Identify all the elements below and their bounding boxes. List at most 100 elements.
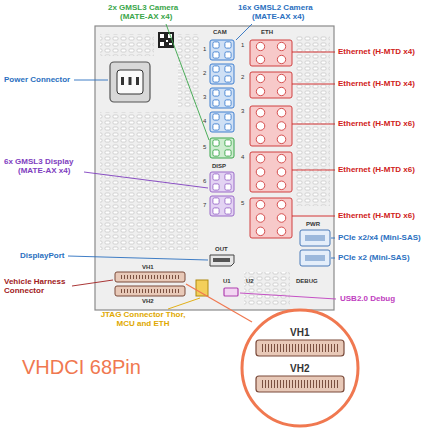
gmsl2-connector <box>210 64 234 84</box>
panel-label: U2 <box>246 278 254 285</box>
panel-label: OUT <box>215 246 228 253</box>
callout-label: PCIe x2 (Mini-SAS) <box>338 254 410 263</box>
port-number: 1 <box>203 46 206 53</box>
ethernet-connector <box>250 152 292 192</box>
vhdci-connectors <box>115 272 185 296</box>
ethernet-connector-port <box>277 135 286 144</box>
gmsl2-connector-port <box>225 76 231 82</box>
callout-label: Vehicle Harness Connector <box>4 278 72 296</box>
power-connector <box>110 62 150 102</box>
gmsl3-display-connector-port <box>225 174 231 180</box>
gmsl3-display-connector-port <box>213 174 219 180</box>
ethernet-connector-port <box>277 154 286 163</box>
ethernet-connector-port <box>256 108 265 117</box>
port-number: 5 <box>203 144 206 151</box>
ethernet-connector <box>250 106 292 146</box>
port-number: 1 <box>241 42 244 49</box>
port-number: 3 <box>241 108 244 115</box>
ethernet-connector <box>250 72 292 98</box>
port-number: 4 <box>203 118 206 125</box>
ethernet-connector-port <box>277 181 286 190</box>
gmsl2-connector-port <box>225 100 231 106</box>
ethernet-connector <box>250 198 292 238</box>
gmsl3-camera-connector-port <box>225 150 231 156</box>
panel-label: PWR <box>306 221 320 228</box>
panel-label: VH2 <box>142 298 154 305</box>
callout-label: 6x GMSL3 Display <box>4 158 73 167</box>
inset-label: VH2 <box>290 363 309 374</box>
gmsl3-display-connector <box>210 172 234 192</box>
ethernet-connector-port <box>256 227 265 236</box>
gmsl2-connector-port <box>213 76 219 82</box>
gmsl2-connector-port <box>213 66 219 72</box>
gmsl3-camera-connector-port <box>225 140 231 146</box>
ethernet-connector-port <box>256 214 265 223</box>
callout-label: Ethernet (H-MTD x4) <box>338 80 415 89</box>
vent-holes <box>244 272 290 306</box>
callout-label: Ethernet (H-MTD x6) <box>338 120 415 129</box>
ethernet-connector-port <box>256 87 264 95</box>
ethernet-connector-port <box>256 181 265 190</box>
port-number: 5 <box>241 200 244 207</box>
ethernet-connector-port <box>256 74 264 82</box>
device-panel <box>95 26 334 310</box>
ethernet-connector-port <box>277 74 285 82</box>
ethernet-connector-port <box>277 42 285 50</box>
ethernet-connector-port <box>256 200 265 209</box>
inset-title: VHDCI 68Pin <box>22 356 141 378</box>
panel-label: U1 <box>223 278 231 285</box>
ethernet-connector-port <box>277 108 286 117</box>
panel-label: DISP <box>212 163 226 170</box>
ethernet-connector-port <box>277 227 286 236</box>
gmsl2-connector-port <box>225 90 231 96</box>
callout-label: Ethernet (H-MTD x4) <box>338 48 415 57</box>
callout-label: Ethernet (H-MTD x6) <box>338 212 415 221</box>
callout-label: JTAG Connector Thor, MCU and ETH <box>100 311 186 329</box>
gmsl2-connector-port <box>225 42 231 48</box>
port-number: 7 <box>203 202 206 209</box>
callout-label: 2x GMSL3 Camera <box>108 4 178 13</box>
leader-lines <box>68 24 336 322</box>
panel-label: ETH <box>261 29 273 36</box>
gmsl2-connector <box>210 40 234 60</box>
gmsl2-connector-port <box>225 52 231 58</box>
ethernet-connector-port <box>256 168 265 177</box>
gmsl2-connector <box>210 88 234 108</box>
gmsl2-connector <box>210 112 234 132</box>
ethernet-connector-port <box>277 168 286 177</box>
gmsl2-connector-port <box>213 124 219 130</box>
gmsl3-display-connector-port <box>225 208 231 214</box>
panel-label: DEBUG <box>296 278 318 285</box>
callout-label: (MATE-AX x4) <box>18 167 70 176</box>
displayport <box>210 255 234 266</box>
gmsl2-connector-port <box>225 124 231 130</box>
ethernet-connector-port <box>277 214 286 223</box>
pcie-ports <box>300 230 330 266</box>
vent-holes <box>100 112 198 250</box>
gmsl2-connector-port <box>225 66 231 72</box>
usb-port <box>224 288 238 296</box>
callout-label: (MATE-AX x4) <box>252 13 304 22</box>
gmsl3-display-connector-port <box>213 184 219 190</box>
gmsl3-camera-connector <box>210 138 234 158</box>
ethernet-connector-port <box>277 87 285 95</box>
vent-holes <box>178 34 200 108</box>
callout-label: DisplayPort <box>20 252 64 261</box>
callout-label: 16x GMSL2 Camera <box>238 4 313 13</box>
port-number: 3 <box>203 94 206 101</box>
ethernet-connector-port <box>256 55 264 63</box>
gmsl3-display-connector-port <box>225 198 231 204</box>
ethernet-connector-port <box>256 154 265 163</box>
ethernet-connector-port <box>256 135 265 144</box>
vent-holes <box>100 34 154 56</box>
port-number: 2 <box>241 74 244 81</box>
callout-label: Power Connector <box>4 76 70 85</box>
gmsl2-connector-port <box>213 100 219 106</box>
gmsl3-camera-connector-port <box>213 150 219 156</box>
callout-label: PCIe x2/x4 (Mini-SAS) <box>338 234 421 243</box>
gmsl3-display-connector-port <box>213 198 219 204</box>
panel-label: VH1 <box>142 264 154 271</box>
gmsl2-connector-port <box>213 114 219 120</box>
port-number: 6 <box>203 178 206 185</box>
ethernet-connector-port <box>277 122 286 131</box>
